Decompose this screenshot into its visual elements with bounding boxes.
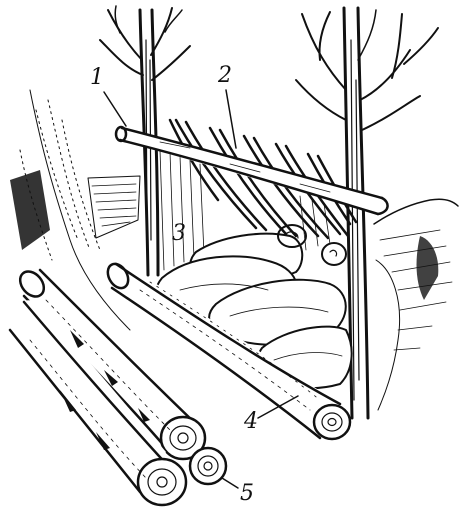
callout-label-1: 1	[90, 65, 104, 90]
callout-label-2: 2	[217, 63, 232, 88]
callout-label-3: 3	[172, 221, 186, 246]
callout-label-5: 5	[240, 481, 254, 506]
leader-line-1	[104, 92, 126, 126]
leader-line-5	[222, 478, 238, 488]
leader-line-2	[226, 90, 236, 148]
callout-label-4: 4	[243, 409, 258, 434]
right-bank-shading	[374, 199, 458, 410]
